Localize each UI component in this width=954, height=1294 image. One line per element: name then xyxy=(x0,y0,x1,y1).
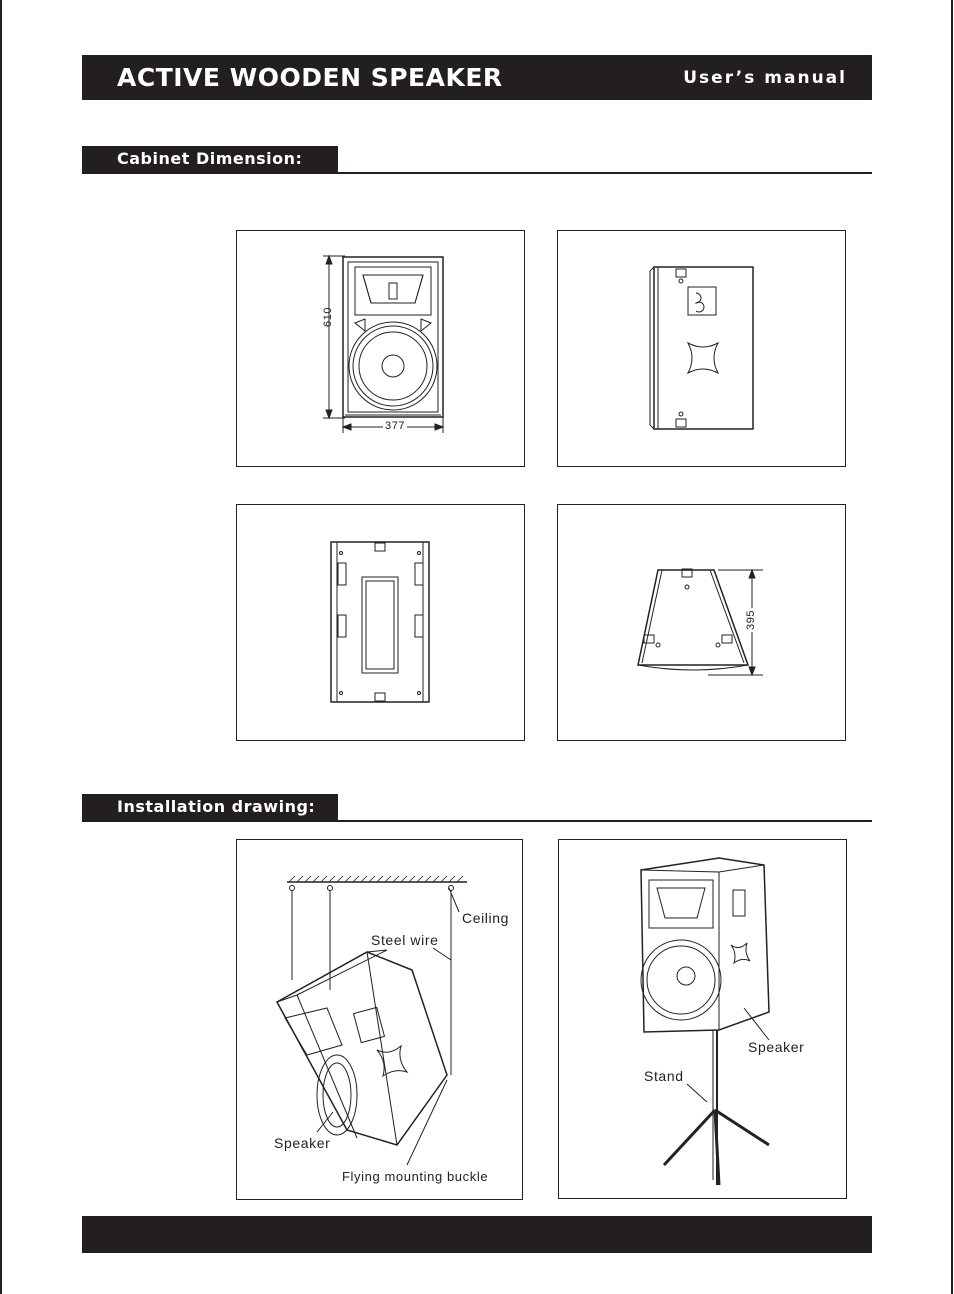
page-title: ACTIVE WOODEN SPEAKER xyxy=(117,63,503,92)
stand-speaker-label: Speaker xyxy=(748,1039,805,1055)
bottom-depth-label: 395 xyxy=(745,607,757,632)
speaker-side-view-icon xyxy=(649,266,754,430)
section-title-cabinet: Cabinet Dimension: xyxy=(117,149,303,168)
top-view-figure xyxy=(236,504,525,741)
section-heading-installation: Installation drawing: xyxy=(82,794,338,820)
speaker-top-view-icon xyxy=(330,541,430,703)
buckle-label: Flying mounting buckle xyxy=(342,1169,489,1184)
speaker-hanging-icon xyxy=(275,875,467,1166)
page-subtitle: User’s manual xyxy=(683,68,847,88)
page-header: ACTIVE WOODEN SPEAKER User’s manual xyxy=(82,55,872,100)
section-heading-cabinet: Cabinet Dimension: xyxy=(82,146,338,172)
ceiling-label: Ceiling xyxy=(462,910,509,926)
hanging-installation-figure: Ceiling Steel wire Speaker Flying mounti… xyxy=(236,839,523,1200)
page-edge-right xyxy=(951,0,953,1294)
section-rule-cabinet xyxy=(82,172,872,174)
front-height-label: 610 xyxy=(322,306,334,327)
speaker-front-view-icon xyxy=(323,254,445,433)
section-title-installation: Installation drawing: xyxy=(117,797,316,816)
speaker-bottom-view-icon xyxy=(637,568,763,677)
stand-label: Stand xyxy=(644,1068,684,1084)
side-view-figure xyxy=(557,230,846,467)
hanging-speaker-label: Speaker xyxy=(274,1135,331,1151)
steel-wire-label: Steel wire xyxy=(371,932,439,948)
section-rule-installation xyxy=(82,820,872,822)
page-footer-bar xyxy=(82,1216,872,1253)
stand-installation-figure: Speaker Stand xyxy=(558,839,847,1199)
front-view-figure: 610 377 xyxy=(236,230,525,467)
speaker-on-stand-icon xyxy=(640,857,770,1186)
front-width-label: 377 xyxy=(383,420,408,432)
bottom-view-figure: 395 xyxy=(557,504,846,741)
page-edge-left xyxy=(0,0,2,1294)
